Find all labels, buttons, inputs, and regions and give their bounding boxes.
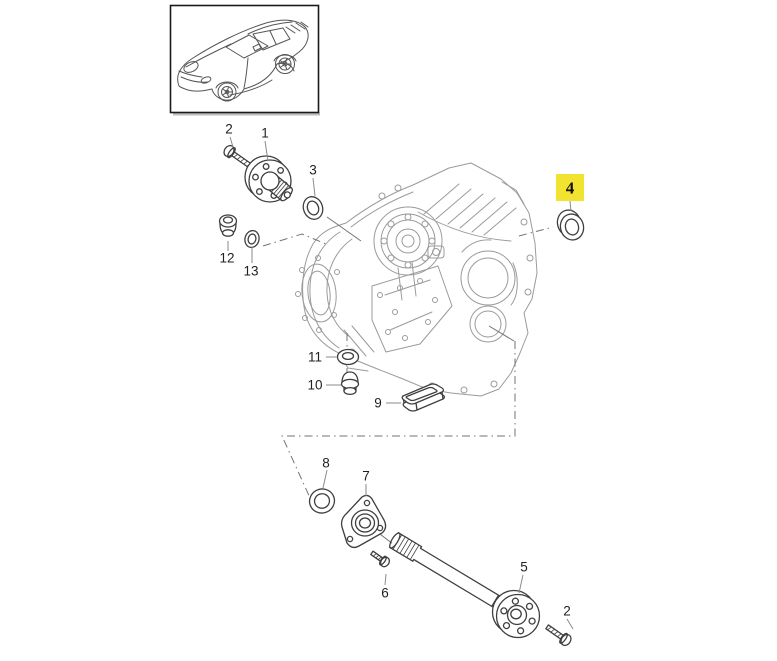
callout-4-highlighted[interactable]: 4 (566, 179, 575, 198)
callout-13[interactable]: 13 (243, 264, 258, 279)
callout-2-top[interactable]: 2 (225, 122, 233, 137)
construction-lines (262, 216, 554, 545)
part-bolt-2-bottom (545, 624, 572, 647)
callout-11[interactable]: 11 (308, 350, 322, 365)
callout-12[interactable]: 12 (219, 251, 234, 266)
part-seal-8 (308, 488, 336, 514)
callout-7[interactable]: 7 (362, 469, 370, 484)
transmission-housing-drawing (295, 162, 538, 397)
car-box-frame (169, 4, 320, 114)
callout-leader-lines (227, 136, 574, 630)
part-seal-4 (556, 209, 585, 241)
ref-line-housing-bore (488, 325, 515, 342)
callout-10[interactable]: 10 (307, 378, 322, 393)
part-cover-9 (401, 383, 446, 412)
callout-9[interactable]: 9 (374, 396, 382, 411)
ref-line-seal3-to-housing (326, 216, 362, 242)
callout-1[interactable]: 1 (261, 126, 269, 141)
car-rear-wheel (275, 54, 295, 74)
callout-2-bottom[interactable]: 2 (563, 604, 571, 619)
ref-line-axle-assembly (281, 341, 516, 501)
callout-5[interactable]: 5 (520, 560, 528, 575)
ref-line-13-to-housing (262, 233, 327, 247)
part-axle-shaft (388, 532, 509, 613)
part-plug-12 (218, 214, 238, 237)
car-thumbnail-box (169, 4, 320, 116)
part-flange-1 (244, 155, 293, 203)
callout-8[interactable]: 8 (322, 456, 330, 471)
part-drain-plug-10 (340, 371, 360, 396)
part-seal-13 (244, 229, 260, 249)
highlight-box-callout-4[interactable] (556, 174, 584, 201)
part-washer-11 (336, 348, 360, 366)
callout-6[interactable]: 6 (381, 586, 389, 601)
callout-3[interactable]: 3 (309, 163, 317, 178)
car-illustration (177, 19, 309, 102)
part-seal-3 (302, 196, 324, 220)
part-flange-5 (491, 589, 541, 639)
car-front-wheel (217, 82, 237, 102)
part-flange-7 (340, 494, 387, 549)
part-bolt-6 (370, 550, 391, 568)
ref-line-housing-to-seal4 (518, 226, 554, 237)
